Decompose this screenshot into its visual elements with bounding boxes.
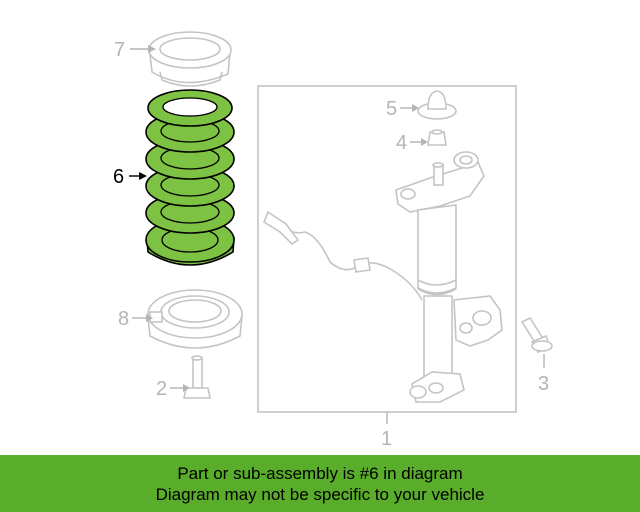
banner-line-2: Diagram may not be specific to your vehi… — [155, 484, 485, 504]
callout-7: 7 — [114, 39, 125, 61]
part-7-upper-insulator[interactable] — [148, 31, 232, 87]
callout-3: 3 — [538, 373, 549, 395]
callout-8: 8 — [118, 308, 129, 330]
leader-2-arrow — [183, 384, 190, 392]
leader-7-arrow — [148, 45, 156, 53]
info-banner: Part or sub-assembly is #6 in diagram Di… — [0, 455, 640, 512]
parts-diagram: 7 6 8 2 5 4 3 1 — [113, 31, 553, 450]
part-6-coil-spring[interactable] — [145, 89, 235, 266]
leader-6-arrow — [139, 172, 147, 180]
part-3-bolt[interactable] — [520, 316, 553, 353]
part-8-lower-insulator[interactable] — [147, 289, 243, 349]
assembly-frame — [257, 85, 517, 413]
part-5-mount-cap[interactable] — [417, 90, 457, 120]
callout-5: 5 — [386, 98, 397, 120]
leader-4-arrow — [421, 138, 428, 146]
part-4-nut[interactable] — [427, 129, 447, 146]
leader-8-arrow — [146, 314, 153, 322]
leader-5-arrow — [412, 104, 419, 112]
part-2-bolt[interactable] — [183, 355, 211, 399]
callout-4: 4 — [396, 132, 407, 154]
callout-6: 6 — [113, 166, 124, 188]
callout-2: 2 — [156, 378, 167, 400]
callout-1: 1 — [381, 428, 392, 450]
part-1-shock-absorber[interactable] — [263, 151, 503, 403]
banner-line-1: Part or sub-assembly is #6 in diagram — [177, 463, 463, 483]
